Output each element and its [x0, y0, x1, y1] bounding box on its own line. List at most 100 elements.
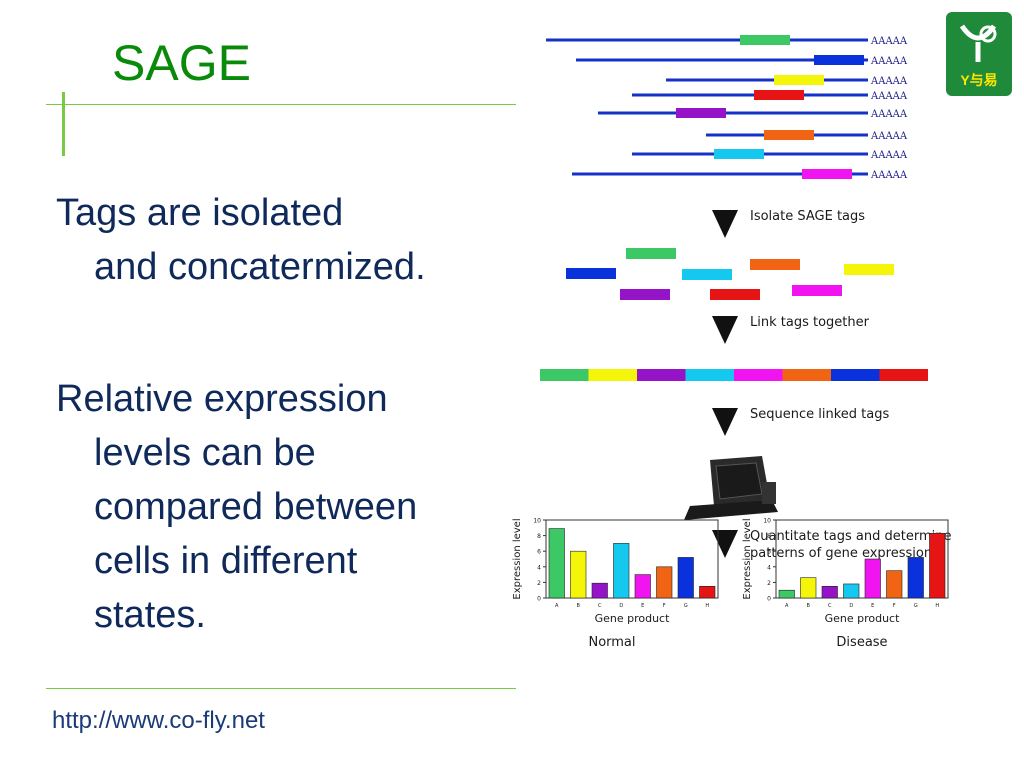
- y-tick-label: 4: [537, 564, 541, 571]
- x-tick-label: E: [641, 603, 644, 609]
- y-axis-label: Expression level: [742, 518, 753, 599]
- mrna-tag-purple: [676, 108, 726, 118]
- slide-title: SAGE: [112, 35, 251, 91]
- y-tick-label: 0: [767, 596, 771, 603]
- bullet-1-line-2: and concatermized.: [94, 246, 426, 288]
- mrna-tag-orange: [764, 130, 814, 140]
- x-tick-label: B: [807, 603, 811, 609]
- concatemer-tag-orange: [782, 369, 831, 381]
- poly-a-tail: AAAAA: [870, 109, 908, 120]
- down-arrow-icon: [712, 210, 738, 238]
- footer-divider-line: [46, 688, 516, 689]
- concatemer-tag-blue: [831, 369, 880, 381]
- bullet-2-line-2: levels can be: [94, 432, 316, 474]
- isolated-tag-green: [626, 248, 676, 259]
- chart-frame: [545, 519, 719, 599]
- computer-icon: [684, 456, 778, 520]
- chart-bar: [800, 577, 817, 599]
- y-tick-label: 10: [763, 518, 771, 525]
- concatemer-tag-yellow: [588, 369, 637, 381]
- concatemer-tag-green: [540, 369, 589, 381]
- chart-bar: [907, 557, 924, 599]
- mrna-tag-red: [754, 90, 804, 100]
- isolated-tag-magenta: [792, 285, 842, 296]
- isolated-tag-yellow: [844, 264, 894, 275]
- step-label: Quantitate tags and determine: [750, 529, 951, 544]
- mrna-tag-blue: [814, 55, 864, 65]
- mrna-tag-magenta: [802, 169, 852, 179]
- y-tick-label: 8: [537, 533, 541, 540]
- x-tick-label: D: [849, 603, 853, 609]
- chart-bar: [677, 557, 694, 599]
- poly-a-tail: AAAAA: [870, 150, 908, 161]
- y-tick-label: 2: [537, 580, 541, 587]
- y-tick-label: 6: [767, 549, 771, 556]
- x-axis-label: Gene product: [825, 612, 901, 625]
- chart-title: Normal: [588, 635, 635, 650]
- chart-bar: [548, 528, 565, 599]
- x-tick-label: F: [663, 603, 666, 609]
- mrna-tag-green: [740, 35, 790, 45]
- x-axis-label: Gene product: [595, 612, 671, 625]
- x-tick-label: H: [935, 603, 939, 609]
- sage-process-diagram: AAAAAAAAAAAAAAAAAAAAAAAAAAAAAAAAAAAAAAAA…: [512, 35, 951, 650]
- concatemer: [540, 369, 928, 381]
- down-arrow-icon: [712, 408, 738, 436]
- y-tick-label: 8: [767, 533, 771, 540]
- x-tick-label: D: [619, 603, 623, 609]
- chart-bar: [821, 585, 838, 599]
- concatemer-tag-cyan: [685, 369, 734, 381]
- poly-a-tail: AAAAA: [870, 36, 908, 47]
- logo-text: Y与易: [960, 72, 998, 88]
- bullet-1: Tags are isolated and concatermized.: [56, 186, 426, 294]
- y-tick-label: 4: [767, 564, 771, 571]
- footer-url-link[interactable]: http://www.co-fly.net: [52, 707, 265, 734]
- isolated-tag-red: [710, 289, 760, 300]
- y-tick-label: 6: [537, 549, 541, 556]
- mrna-tag-cyan: [714, 149, 764, 159]
- concatemer-tag-magenta: [734, 369, 783, 381]
- poly-a-tail: AAAAA: [870, 91, 908, 102]
- isolated-tag-purple: [620, 289, 670, 300]
- poly-a-tail: AAAAA: [870, 76, 908, 87]
- isolated-tag-blue: [566, 268, 616, 279]
- bullet-2-line-1: Relative expression: [56, 378, 388, 420]
- x-tick-label: C: [598, 603, 602, 609]
- y-tick-label: 0: [537, 596, 541, 603]
- mrna-tag-yellow: [774, 75, 824, 85]
- chart-bar: [843, 583, 860, 599]
- poly-a-tail: AAAAA: [870, 131, 908, 142]
- mrna-transcripts: AAAAA AAAAA AAAAA AAAAA AAAAA AAAAA AAAAA AAAAA: [546, 35, 908, 181]
- poly-a-tail: AAAAA: [870, 56, 908, 67]
- step-label: patterns of gene expression: [750, 546, 932, 561]
- x-tick-label: G: [914, 603, 918, 609]
- isolated-tag-orange: [750, 259, 800, 270]
- x-tick-label: A: [555, 603, 559, 609]
- chart-bar: [613, 543, 630, 599]
- x-tick-label: C: [828, 603, 832, 609]
- x-tick-label: E: [871, 603, 874, 609]
- x-tick-label: G: [684, 603, 688, 609]
- x-tick-label: B: [577, 603, 581, 609]
- concatemer-tag-red: [879, 369, 928, 381]
- bullet-2: Relative expression levels can be compar…: [56, 372, 417, 642]
- bullet-1-line-1: Tags are isolated: [56, 192, 344, 234]
- down-arrow-icon: [712, 316, 738, 344]
- chart-bar: [591, 582, 608, 599]
- bullet-2-line-3: compared between: [94, 486, 418, 528]
- bullet-2-line-4: cells in different: [94, 540, 358, 582]
- poly-a-tail: AAAAA: [870, 170, 908, 181]
- down-arrow-icon: [712, 530, 738, 558]
- company-logo: Y与易: [946, 12, 1012, 96]
- chart-title: Disease: [836, 635, 887, 650]
- y-axis-label: Expression level: [512, 518, 523, 599]
- chart-bar: [778, 589, 795, 599]
- step-label: Link tags together: [750, 315, 870, 330]
- chart-bar: [929, 532, 946, 599]
- chart-bar: [656, 566, 673, 599]
- isolated-tag-cyan: [682, 269, 732, 280]
- bullet-2-line-5: states.: [94, 594, 206, 636]
- y-tick-label: 2: [767, 580, 771, 587]
